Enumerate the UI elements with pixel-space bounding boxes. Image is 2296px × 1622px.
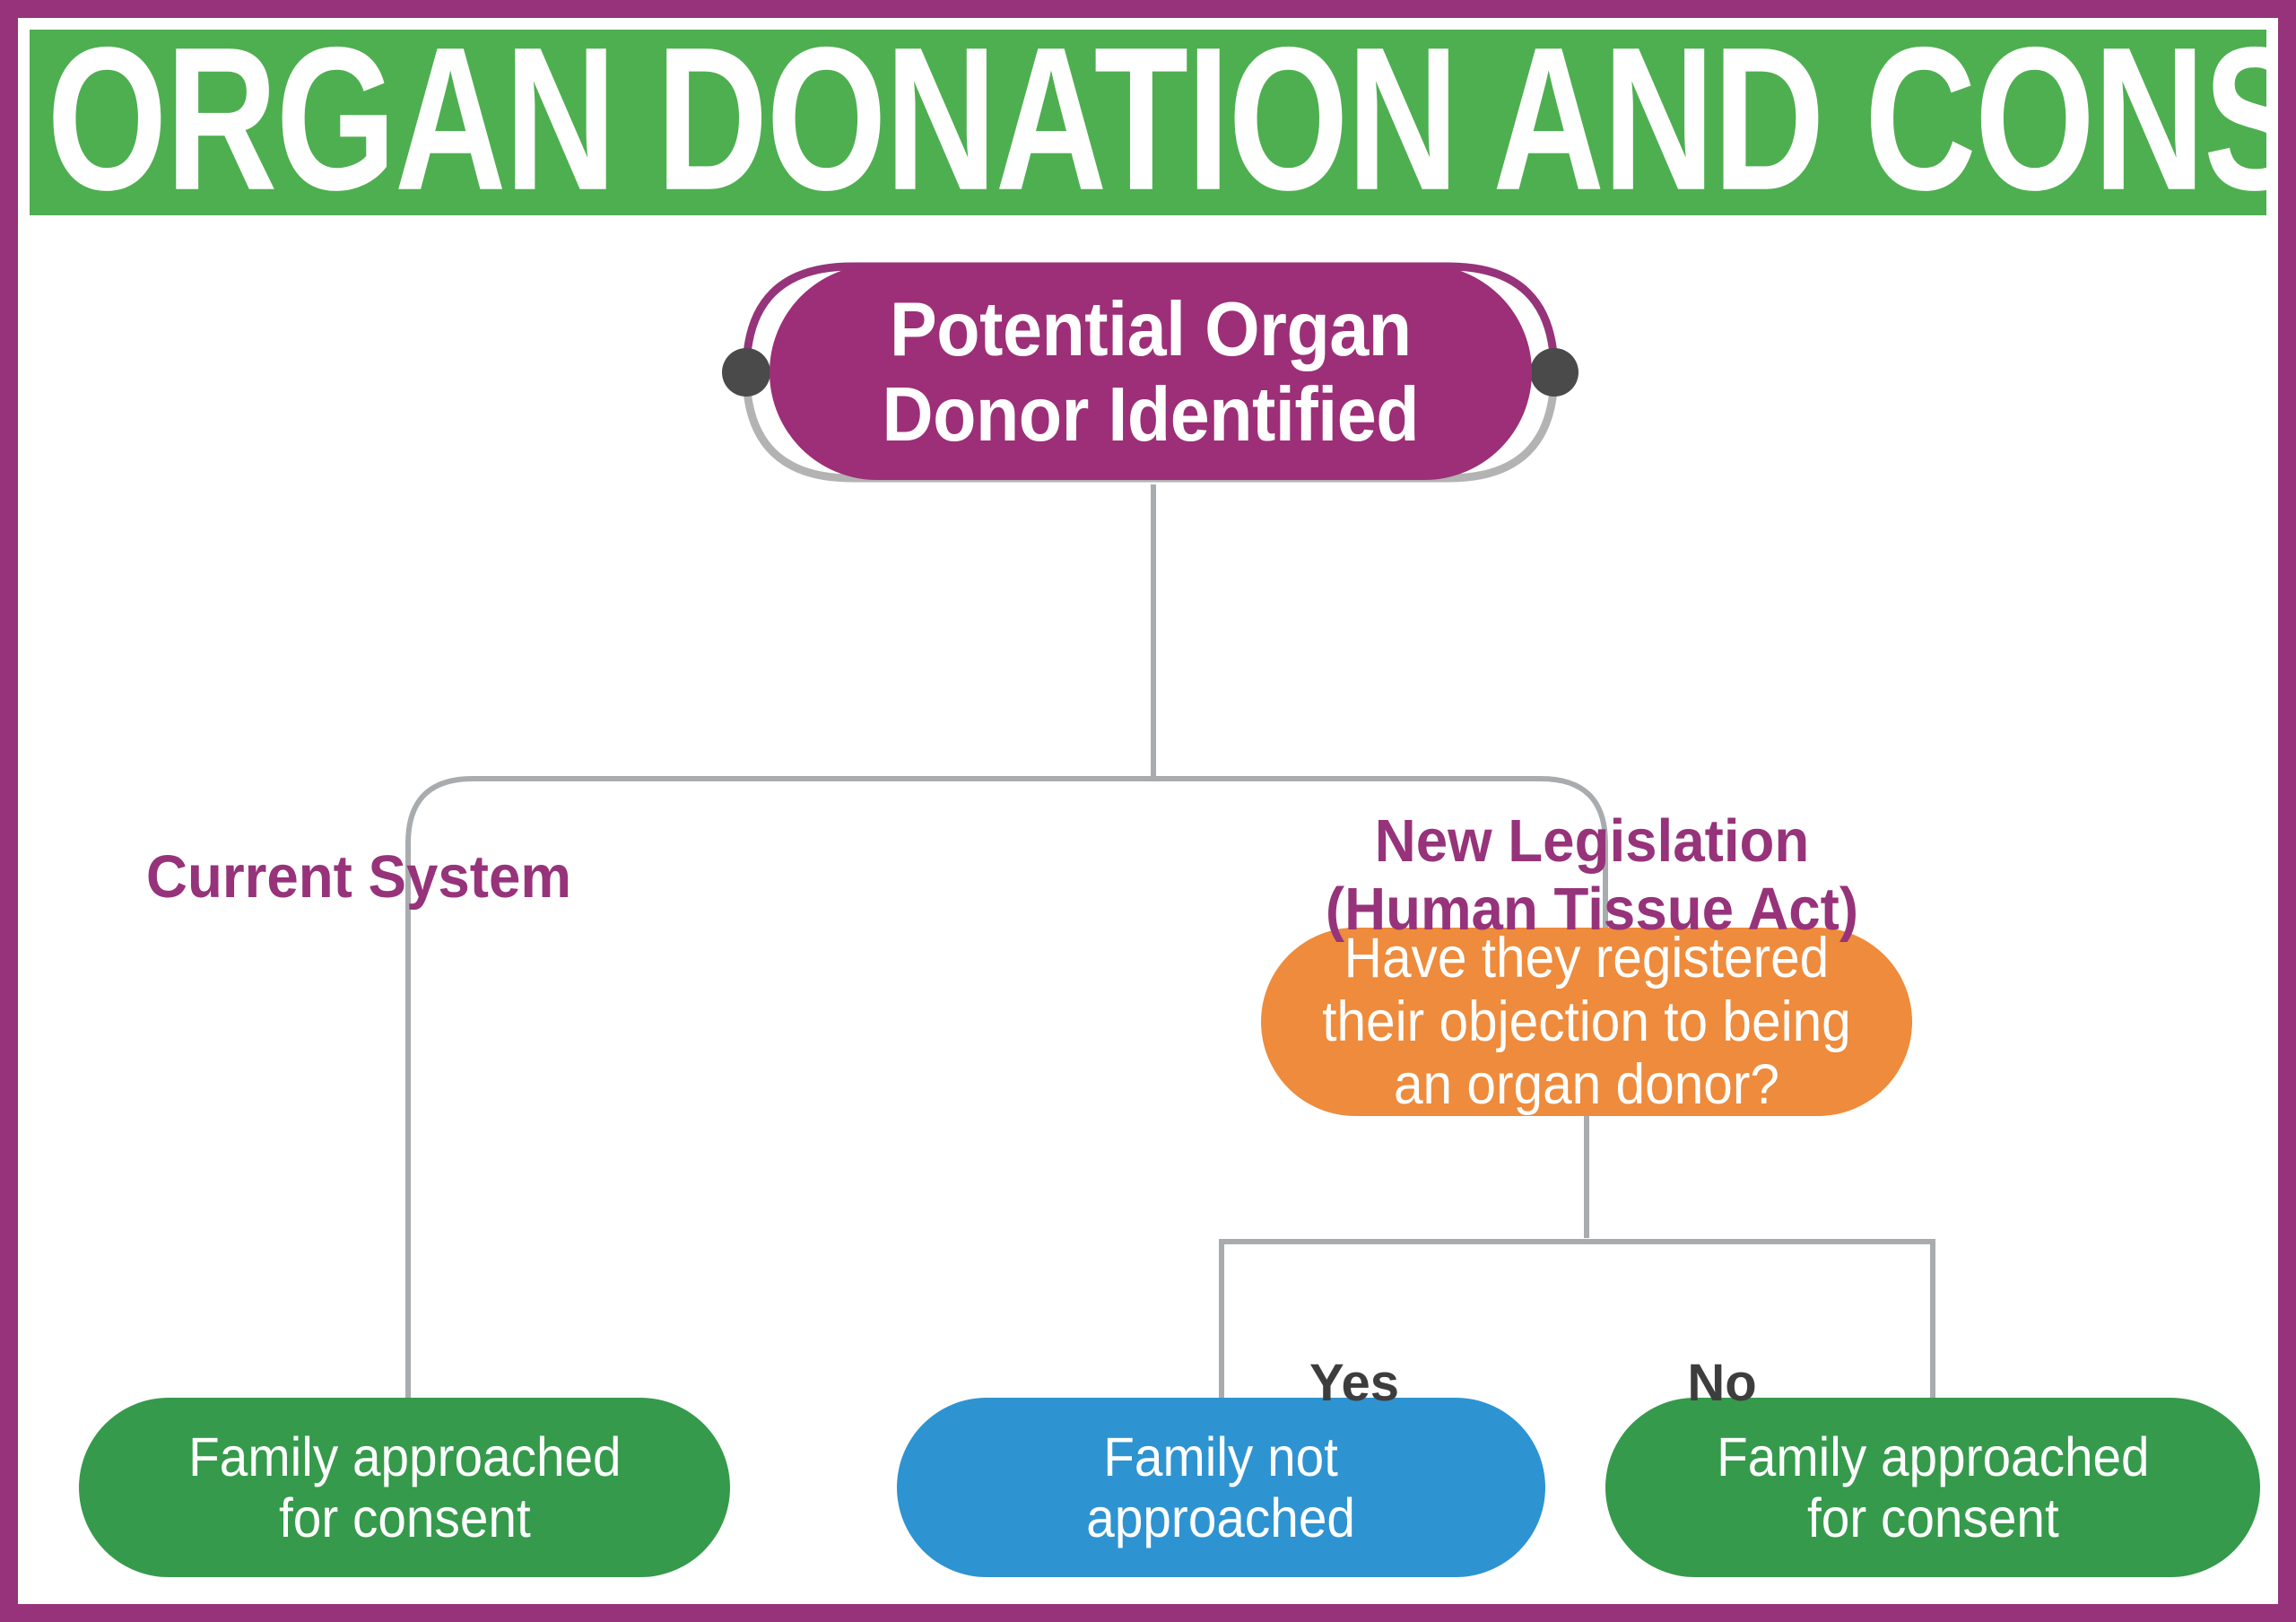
edge-label-yes: Yes [1309, 1354, 1399, 1412]
connector-lines [405, 484, 1935, 1401]
branch-label-current-system: Current System [146, 843, 571, 911]
header-band: ORGAN DONATION AND CONSENT [30, 30, 2266, 215]
ring-dot-right [1530, 348, 1578, 397]
branch-label-new-legislation: New Legislation (Human Tissue Act) [1325, 807, 1859, 944]
edge-label-no: No [1687, 1354, 1757, 1412]
node-objection-decision-label: Have they registered their objection to … [1322, 927, 1851, 1117]
flowchart-canvas: Potential Organ Donor Identified Current… [0, 215, 2296, 1604]
node-objection-decision[interactable]: Have they registered their objection to … [1261, 927, 1912, 1117]
node-family-not-approached-label: Family not approached [1086, 1426, 1356, 1548]
node-family-approached-left-label: Family approached for consent [187, 1426, 622, 1548]
node-family-approached-right[interactable]: Family approached for consent [1605, 1398, 2260, 1577]
ring-dot-left [722, 348, 770, 397]
node-family-approached-left[interactable]: Family approached for consent [79, 1398, 730, 1577]
page-title: ORGAN DONATION AND CONSENT [47, 30, 2266, 215]
node-family-not-approached[interactable]: Family not approached [897, 1398, 1545, 1577]
node-potential-organ-donor[interactable]: Potential Organ Donor Identified [770, 265, 1532, 480]
node-family-approached-right-label: Family approached for consent [1716, 1426, 2150, 1548]
node-potential-organ-donor-label: Potential Organ Donor Identified [882, 286, 1420, 458]
